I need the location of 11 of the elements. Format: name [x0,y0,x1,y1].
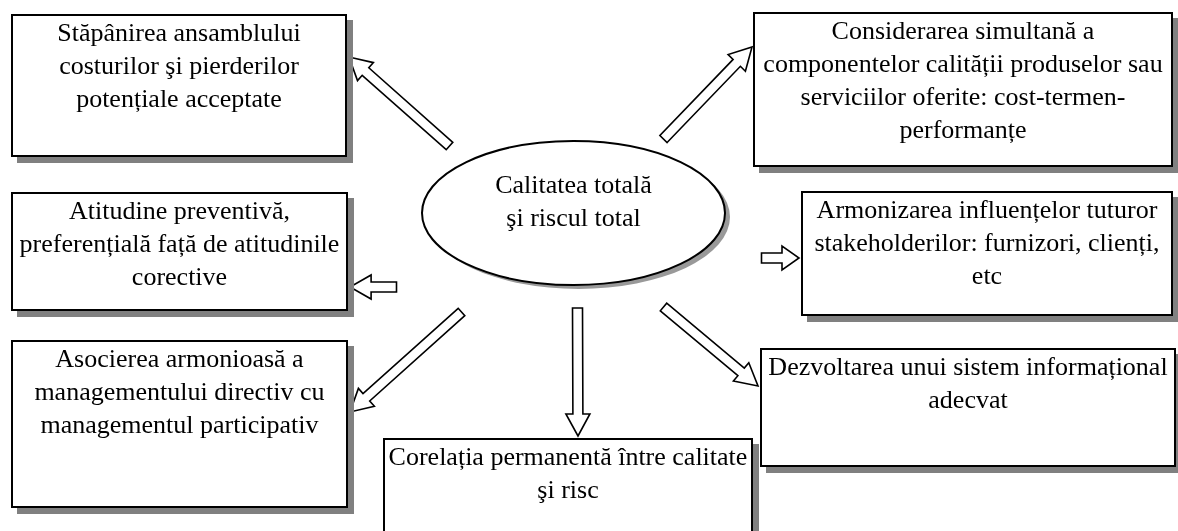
node-text: Corelația permanentă între calitate şi risc [387,441,749,506]
block-arrow [564,307,592,438]
block-arrow [658,45,754,144]
node-text: Dezvoltarea unui sistem informațional adecvat [767,351,1169,416]
node-text: Atitudine preventivă, preferențială față de atitudinile corective [18,195,341,293]
node-text: Stăpânirea ansamblului costurilor şi pierderilor potențiale acceptate [56,17,302,115]
node-text: Asocierea armonioasă a managementului directiv cu managementul participativ [33,343,326,441]
block-arrow [659,302,760,388]
node-text: Considerarea simultană a componentelor calității produselor sau serviciilor oferite: cost-termen-performanțe [762,15,1164,146]
node-text: Armonizarea influențelor tuturor stakeholderilor: furnizori, clienți, etc [813,194,1161,292]
block-arrow [760,244,801,272]
